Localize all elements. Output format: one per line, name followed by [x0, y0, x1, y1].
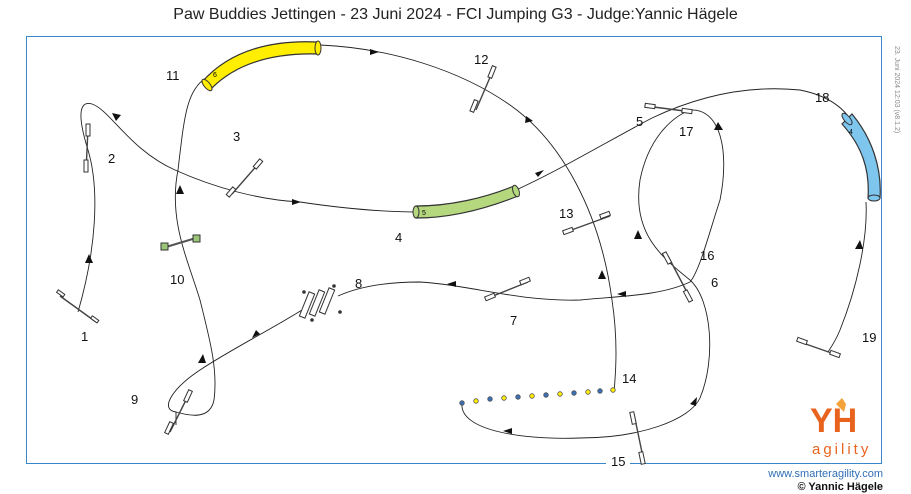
jump-19: [795, 336, 842, 359]
weave-poles-14: [459, 387, 616, 406]
obstacle-numbers: 1 2 3 4 5 6 7 8 9 10 11 12 13 14 15 16 1…: [81, 52, 876, 469]
number-4: 4: [395, 230, 402, 245]
number-15: 15: [611, 454, 625, 469]
number-12: 12: [474, 52, 488, 67]
jump-12: [469, 65, 497, 113]
number-2: 2: [108, 151, 115, 166]
jump-3: [225, 158, 264, 198]
number-13: 13: [559, 206, 573, 221]
number-17: 17: [679, 124, 693, 139]
tunnel-4-label: 4: [849, 129, 853, 136]
jump-15: [629, 411, 646, 465]
number-10: 10: [170, 272, 184, 287]
number-15-mask: [606, 453, 630, 469]
number-1: 1: [81, 329, 88, 344]
jump-17: [644, 102, 693, 115]
website-link[interactable]: www.smarteragility.com: [768, 468, 883, 480]
number-3: 3: [233, 129, 240, 144]
tunnel-4: 4: [841, 112, 881, 202]
jump-7: [483, 276, 532, 302]
tunnel-5: 5: [412, 184, 520, 219]
course-title: Paw Buddies Jettingen - 23 Juni 2024 - F…: [173, 6, 738, 23]
jump-obstacles: [55, 65, 842, 465]
number-11: 11: [166, 68, 180, 83]
logo-initials: YH: [810, 402, 857, 440]
copyright-text: © Yannic Hägele: [797, 481, 883, 493]
tunnel-6-label: 6: [213, 72, 217, 79]
jump-2: [83, 123, 91, 173]
number-14: 14: [622, 371, 636, 386]
number-16: 16: [700, 248, 714, 263]
jump-10: [160, 234, 201, 251]
logo-word: agility: [812, 441, 871, 458]
tunnel-6: 6: [201, 40, 322, 92]
yh-agility-logo: YH agility: [806, 396, 878, 462]
timestamp-stamp: 23. Juni 2024 12:03 (v8.1.2): [893, 46, 900, 134]
number-5: 5: [636, 114, 643, 129]
jump-16: [661, 251, 694, 303]
jump-9: [163, 389, 194, 435]
course-frame: [26, 36, 882, 464]
tunnel-5-label: 5: [422, 210, 426, 217]
number-19: 19: [862, 330, 876, 345]
jump-13: [561, 210, 612, 236]
number-7: 7: [510, 313, 517, 328]
number-9: 9: [131, 392, 138, 407]
direction-arrows: [85, 49, 863, 434]
number-8: 8: [355, 276, 362, 291]
jump-1: [55, 289, 100, 324]
number-18: 18: [815, 90, 829, 105]
spread-jump-8: [298, 284, 342, 322]
number-6: 6: [711, 275, 718, 290]
dog-path: [77, 44, 867, 439]
